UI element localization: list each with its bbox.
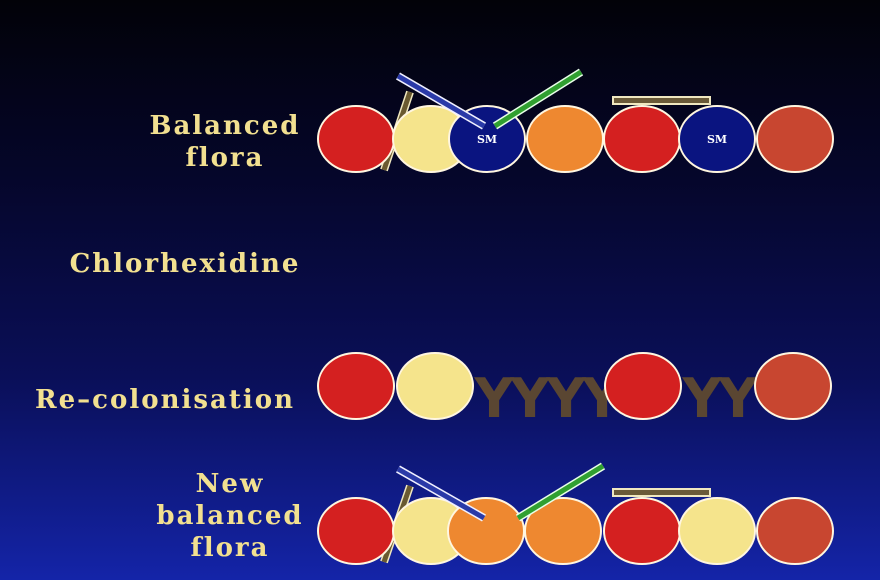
row-label-chlorhexidine: Chlorhexidine [69,249,301,279]
y-antibody-glyph: Y [509,367,550,430]
y-antibody-glyph: Y [681,367,722,430]
row-label-recolonisation: Re–colonisation [35,385,295,415]
bacterium-brick [756,497,834,565]
row1-overlay [395,68,711,130]
bacterium-red [317,105,395,173]
bacterium-orange [526,105,604,173]
y-antibody-glyph: Y [473,367,514,430]
row-label-new-balanced-flora: New balanced flora [156,469,304,563]
y-antibody-glyph: Y [545,367,586,430]
sm-label: SM [477,133,497,146]
bacterium-yellow [396,352,474,420]
y-antibody-glyph: Y [717,367,758,430]
bacterium-orange [524,497,602,565]
row4-overlay [396,462,711,522]
bacterium-red [603,497,681,565]
bacterium-navy [678,105,756,173]
bacterium-red [317,497,395,565]
row-label-balanced-flora: Balanced flora [149,111,301,173]
bacterium-yellow [678,497,756,565]
bacterium-red [603,105,681,173]
bacterium-brick [754,352,832,420]
bacterium-brick [756,105,834,173]
bacterium-red [604,352,682,420]
sm-label: SM [707,133,727,146]
bacterium-red [317,352,395,420]
